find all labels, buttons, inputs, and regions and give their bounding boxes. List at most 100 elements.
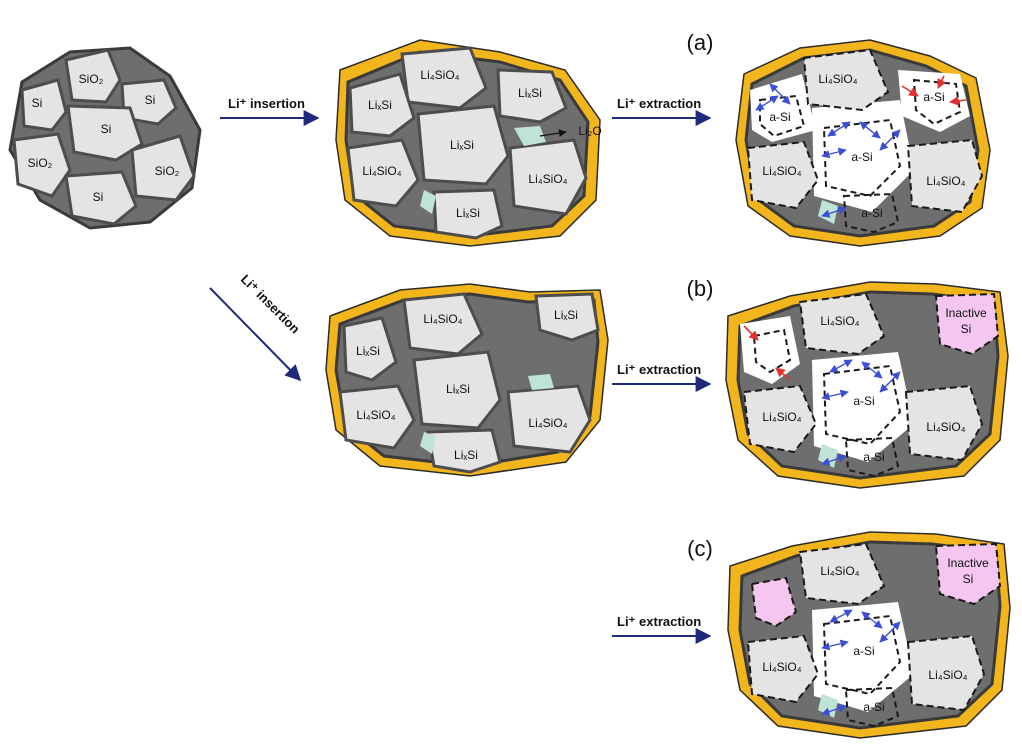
delithiated-c-label-li4sio4-left: Li₄SiO₄ bbox=[762, 660, 801, 674]
delithiated-a-grain-li4sio4-right bbox=[906, 138, 984, 214]
lithiated-2-label-li4sio4-left: Li₄SiO₄ bbox=[356, 408, 395, 422]
delithiated-a-label-asi-bottom: a-Si bbox=[861, 206, 882, 220]
delithiated-a-li-trapping-arrows bbox=[901, 75, 967, 106]
pristine-grain-sio2-3 bbox=[130, 134, 196, 202]
delithiated-c-grain-asi-bottom bbox=[844, 686, 900, 728]
lithiated-1-label-lixsi-left: LiₓSi bbox=[368, 98, 392, 112]
delithiated-b-grain-inactive-si bbox=[934, 292, 1000, 356]
lithiated-2-grain-lixsi-left bbox=[342, 316, 398, 382]
delithiated-c-label-li4sio4-top: Li₄SiO₄ bbox=[820, 564, 859, 578]
lithiated-1-grain-lixsi-bottom bbox=[432, 188, 504, 240]
delithiated-a-label-li4sio4-top: Li₄SiO₄ bbox=[818, 72, 857, 86]
arrow-insertion-2: Li⁺ insertion bbox=[209, 272, 303, 382]
delithiated-b-label-asi-center: a-Si bbox=[853, 394, 874, 408]
pristine-label-si-2: Si bbox=[145, 93, 156, 107]
delithiated-cluster-b: Li₄SiO₄ Inactive Si a-Si Li₄SiO₄ Li₄SiO₄… bbox=[725, 281, 1009, 489]
arrow-extraction-b: Li⁺ extraction bbox=[612, 362, 712, 392]
arrow-extraction-c: Li⁺ extraction bbox=[612, 614, 712, 644]
delithiated-c-grain-inactive-si bbox=[934, 542, 1002, 606]
lithiated-1-label-lixsi-center: LiₓSi bbox=[450, 138, 474, 152]
delithiated-c-label-asi-center: a-Si bbox=[853, 644, 874, 658]
delithiated-a-label-asi-right: a-Si bbox=[923, 90, 944, 104]
pristine-grain-si-1 bbox=[20, 78, 68, 132]
lithiated-2-label-li4sio4-right: Li₄SiO₄ bbox=[528, 416, 567, 430]
delithiated-a-grain-li4sio4-left bbox=[746, 140, 820, 210]
panel-label-b: (b) bbox=[687, 276, 714, 301]
delithiated-c-grain-inactive-left bbox=[750, 576, 798, 628]
arrow-extraction-a-label: Li⁺ extraction bbox=[617, 96, 701, 111]
delithiated-a-grain-asi-center bbox=[822, 118, 902, 198]
delithiated-b-grain-li4sio4-right bbox=[904, 384, 984, 462]
lithiated-1-label-li4sio4-left: Li₄SiO₄ bbox=[362, 164, 401, 178]
delithiated-a-void-left bbox=[750, 74, 816, 142]
delithiated-c-grain-li4sio4-left bbox=[746, 634, 820, 704]
lithiated-1-label-li4sio4-top: Li₄SiO₄ bbox=[420, 68, 459, 82]
lithiated-2-grain-lixsi-center bbox=[412, 350, 502, 430]
lithiated-1-li2o-patch-2 bbox=[420, 190, 436, 214]
delithiated-b-label-inactive: Inactive bbox=[945, 306, 987, 320]
lithiated-2-li2o-patch-2 bbox=[420, 432, 436, 454]
delithiated-a-label-li4sio4-left: Li₄SiO₄ bbox=[762, 164, 801, 178]
delithiated-a-label-li4sio4-right: Li₄SiO₄ bbox=[926, 174, 965, 188]
lithiated-2-grain-li4sio4-right bbox=[506, 384, 592, 454]
lithiated-2-grain-li4sio4-left bbox=[338, 384, 416, 450]
arrow-extraction-b-label: Li⁺ extraction bbox=[617, 362, 701, 377]
delithiated-b-li-diffusion-arrows bbox=[821, 359, 901, 466]
lithiated-1-grain-lixsi-right bbox=[496, 68, 568, 124]
delithiated-b-label-asi-bottom: a-Si bbox=[863, 450, 884, 464]
delithiated-cluster-a: Li₄SiO₄ a-Si a-Si a-Si Li₄SiO₄ Li₄SiO₄ a… bbox=[735, 39, 991, 247]
delithiated-c-li-diffusion-arrows bbox=[821, 609, 901, 716]
arrow-insertion-1-label: Li⁺ insertion bbox=[228, 96, 305, 111]
pristine-label-si-4: Si bbox=[93, 190, 104, 204]
pristine-label-si-1: Si bbox=[32, 96, 43, 110]
delithiated-c-grain-li4sio4-top bbox=[798, 542, 886, 606]
pristine-grain-si-3 bbox=[66, 104, 144, 162]
delithiated-b-grain-li4sio4-top bbox=[798, 292, 886, 356]
lithiated-2-label-li4sio4-top: Li₄SiO₄ bbox=[423, 312, 462, 326]
lithiated-cluster-2: Li₄SiO₄ LiₓSi LiₓSi LiₓSi Li₄SiO₄ Li₄SiO… bbox=[325, 283, 609, 477]
lithiated-1-label-lixsi-bottom: LiₓSi bbox=[456, 206, 480, 220]
delithiated-b-label-li4sio4-right: Li₄SiO₄ bbox=[926, 420, 965, 434]
pristine-grain-sio2-2 bbox=[12, 132, 72, 198]
delithiated-b-li-trapping-arrows bbox=[743, 325, 791, 381]
pristine-label-sio2-1: SiO₂ bbox=[79, 72, 104, 86]
lithiated-1-label-li4sio4-right: Li₄SiO₄ bbox=[528, 172, 567, 186]
delithiated-b-grain-li4sio4-left bbox=[742, 384, 818, 454]
lithiated-1-grain-lixsi-center bbox=[416, 104, 510, 186]
delithiated-a-li-diffusion-arrows bbox=[755, 83, 901, 218]
pristine-cluster: Si SiO₂ Si Si SiO₂ SiO₂ Si bbox=[8, 46, 202, 230]
lithiated-1-li2o-patch-1 bbox=[514, 126, 546, 146]
arrow-extraction-c-label: Li⁺ extraction bbox=[617, 614, 701, 629]
panel-label-c: (c) bbox=[687, 536, 713, 561]
delithiated-a-label-asi-center: a-Si bbox=[851, 150, 872, 164]
delithiated-b-label-inactive-si: Si bbox=[961, 322, 972, 336]
panel-label-a: (a) bbox=[687, 30, 714, 55]
pristine-label-sio2-2: SiO₂ bbox=[28, 156, 53, 170]
lithiated-2-grain-lixsi-bottom bbox=[426, 428, 502, 474]
lithiated-2-label-lixsi-right: LiₓSi bbox=[554, 308, 578, 322]
delithiated-a-grain-asi-bottom bbox=[842, 192, 900, 234]
pristine-label-sio2-3: SiO₂ bbox=[155, 164, 180, 178]
delithiated-c-label-asi-bottom: a-Si bbox=[863, 700, 884, 714]
delithiated-a-grain-asi-right bbox=[912, 78, 962, 126]
lithiated-2-label-lixsi-center: LiₓSi bbox=[446, 382, 470, 396]
lithiated-1-label-li2o: Li₂O bbox=[578, 124, 601, 138]
lithiated-2-grain-lixsi-right bbox=[534, 292, 600, 342]
lithiated-cluster-1: Li₄SiO₄ LiₓSi LiₓSi LiₓSi Li₄SiO₄ Li₄SiO… bbox=[335, 39, 602, 247]
arrow-extraction-a: Li⁺ extraction bbox=[612, 96, 712, 126]
arrow-insertion-1: Li⁺ insertion bbox=[220, 96, 320, 126]
lithiated-2-grain-li4sio4-top bbox=[402, 292, 484, 356]
lithiated-2-li2o-patch-1 bbox=[528, 374, 554, 390]
delithiated-cluster-c: Li₄SiO₄ Inactive Si a-Si Li₄SiO₄ Li₄SiO₄… bbox=[727, 531, 1011, 739]
lithiated-1-label-lixsi-right: LiₓSi bbox=[518, 86, 542, 100]
lithiated-2-label-lixsi-bottom: LiₓSi bbox=[454, 448, 478, 462]
delithiated-a-void-right bbox=[898, 70, 970, 132]
delithiated-a-label-asi-left: a-Si bbox=[769, 110, 790, 124]
delithiated-c-grain-li4sio4-right bbox=[906, 634, 986, 712]
delithiated-c-label-inactive-si: Si bbox=[963, 572, 974, 586]
delithiated-c-label-inactive: Inactive bbox=[947, 556, 989, 570]
lithiated-1-grain-lixsi-left bbox=[348, 72, 416, 138]
pristine-grain-si-4 bbox=[64, 170, 138, 226]
delithiated-a-grain-li4sio4-top bbox=[802, 48, 890, 112]
